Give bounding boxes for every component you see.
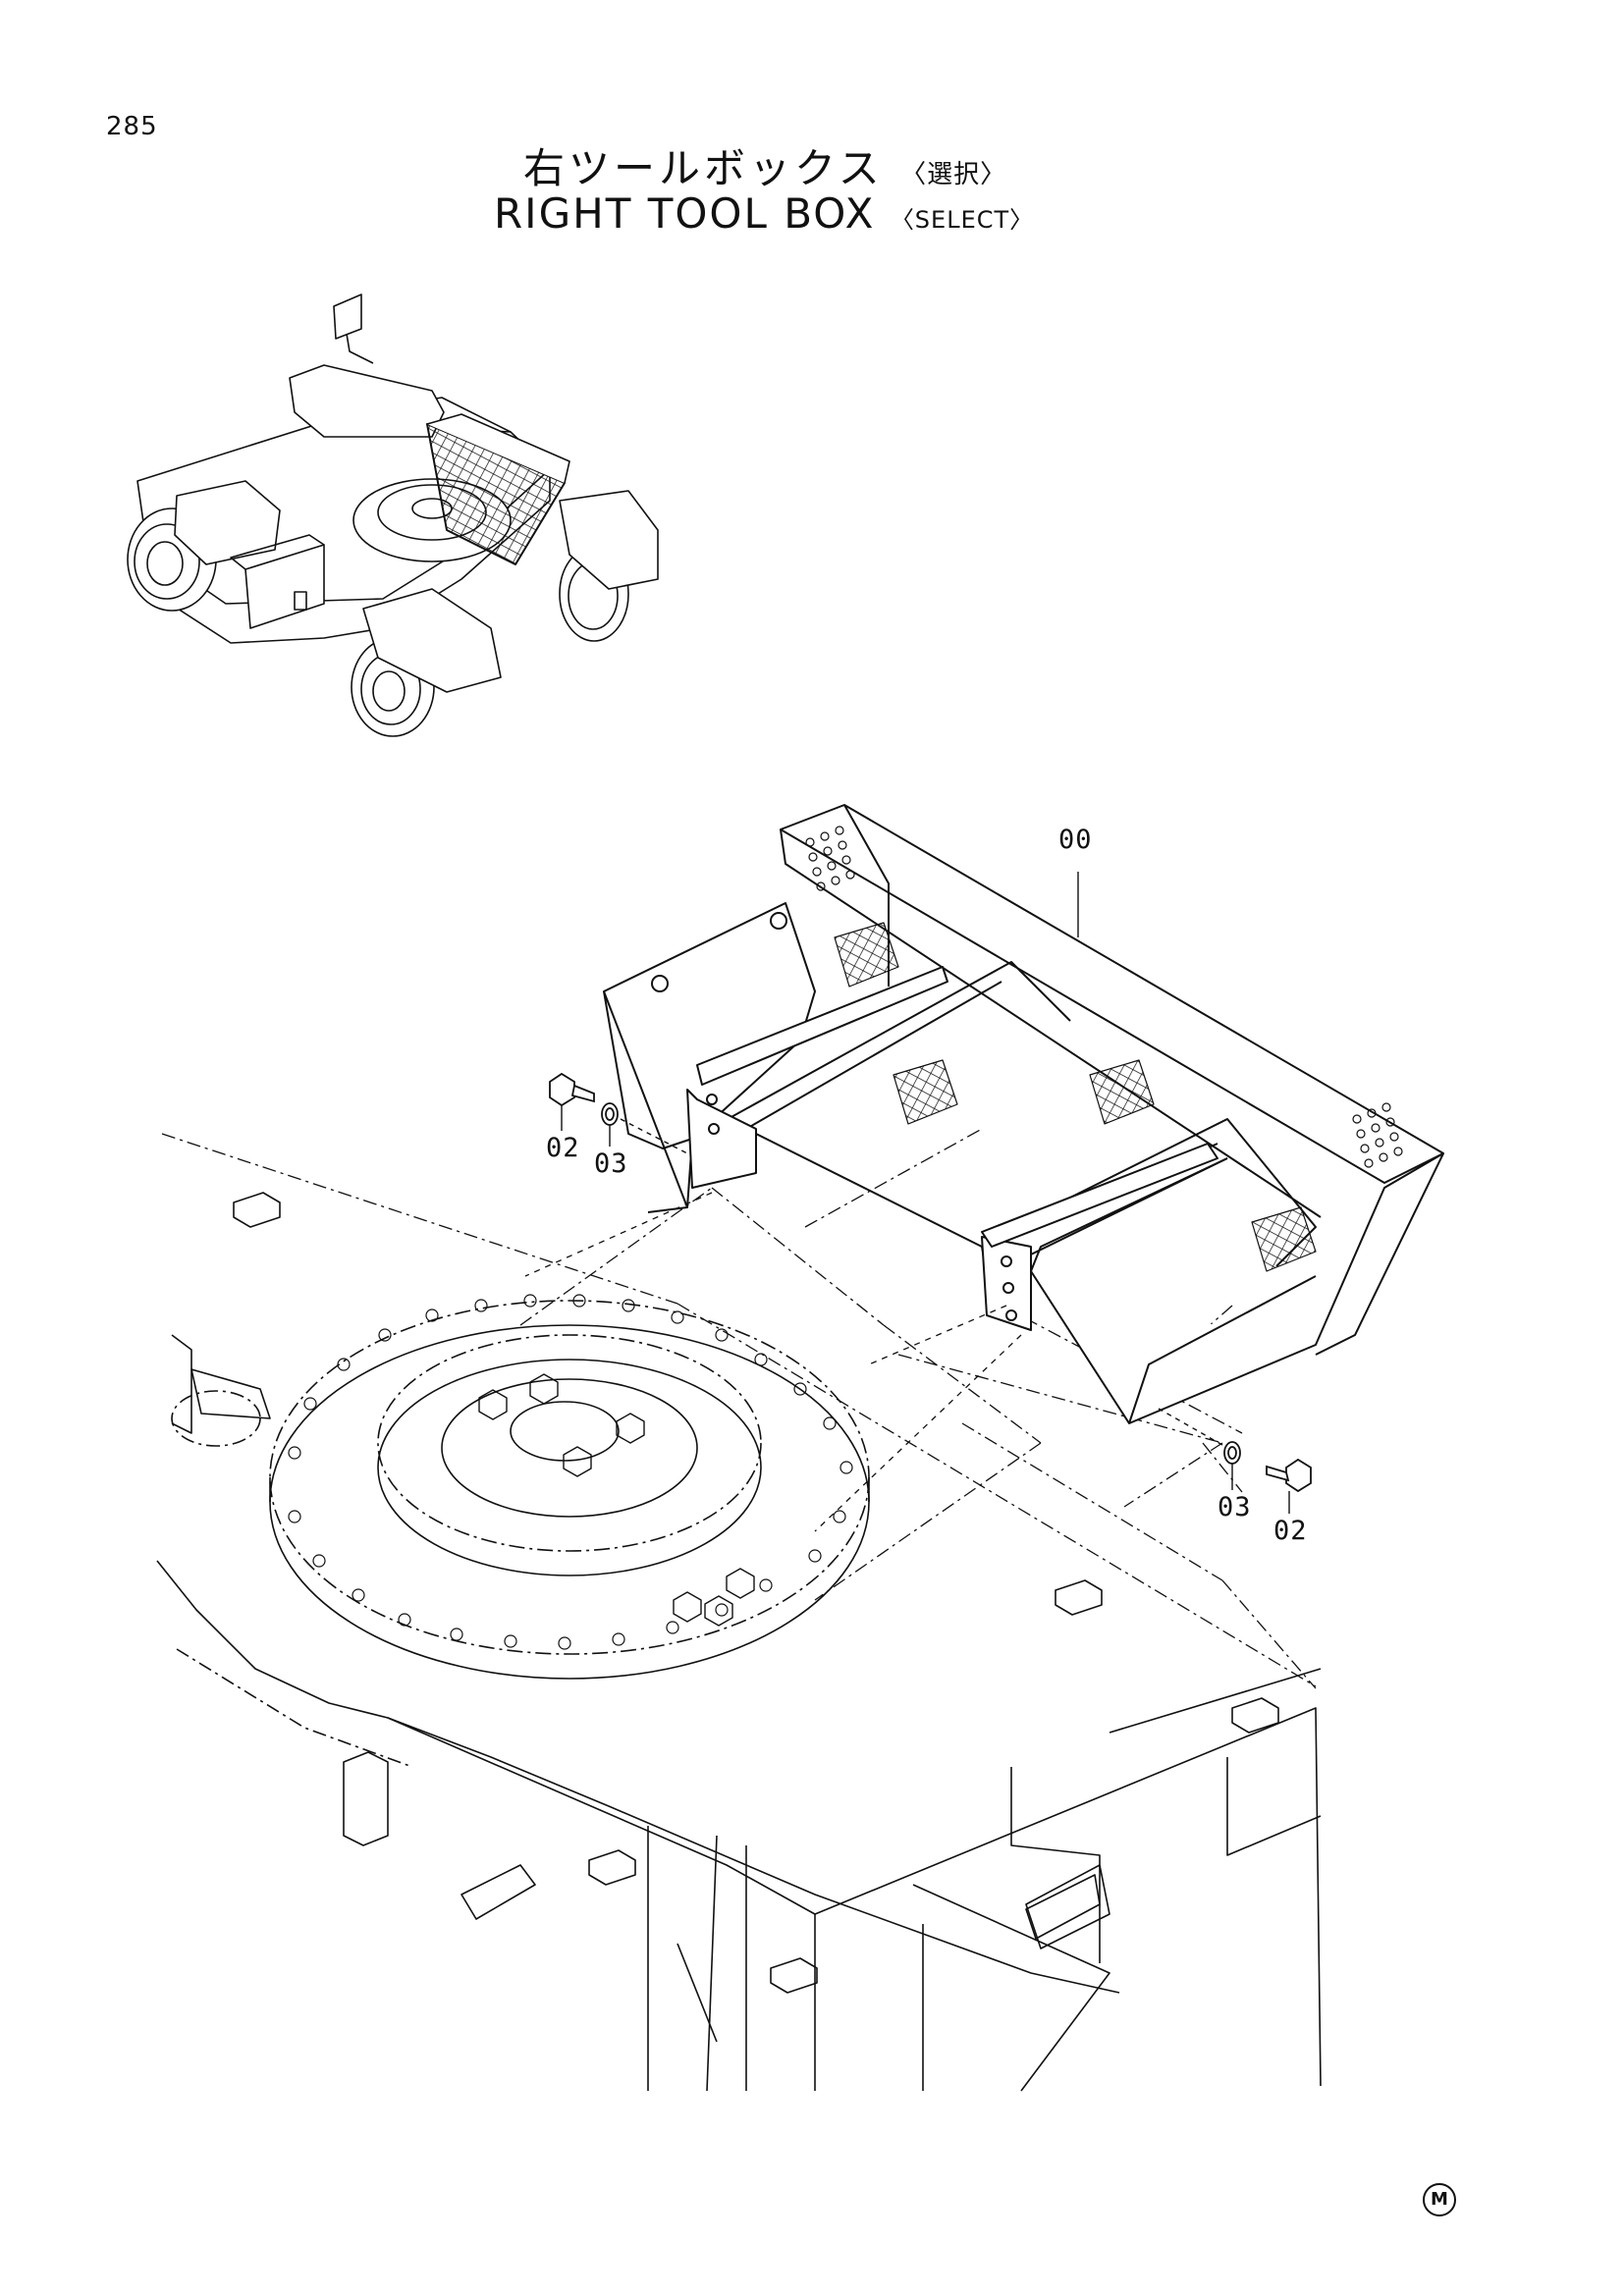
page-title-japanese: 右ツールボックス 〈選択〉 (523, 135, 1006, 195)
base-frame (156, 1192, 1322, 2092)
footer-m-mark: M (1423, 2183, 1456, 2216)
callout-washer-left: 03 (594, 1148, 628, 1179)
callout-bolt-right: 02 (1273, 1516, 1308, 1546)
title-japanese-text: 右ツールボックス (523, 144, 884, 192)
title-japanese-qualifier: 〈選択〉 (900, 160, 1007, 189)
leader-lines (561, 872, 1290, 1514)
title-english-text: RIGHT TOOL BOX (494, 189, 876, 238)
page-number: 285 (106, 112, 158, 141)
machine-overview-illustration (127, 294, 659, 737)
page-title-english: RIGHT TOOL BOX 〈SELECT〉 (494, 189, 1034, 238)
title-english-qualifier: 〈SELECT〉 (890, 206, 1035, 234)
callout-tool-box-assembly: 00 (1058, 825, 1093, 855)
fasteners (549, 1072, 1312, 1493)
tool-box-assembly-drawing (524, 804, 1444, 1532)
callout-washer-right: 03 (1218, 1492, 1252, 1522)
callout-bolt-left: 02 (546, 1133, 580, 1163)
